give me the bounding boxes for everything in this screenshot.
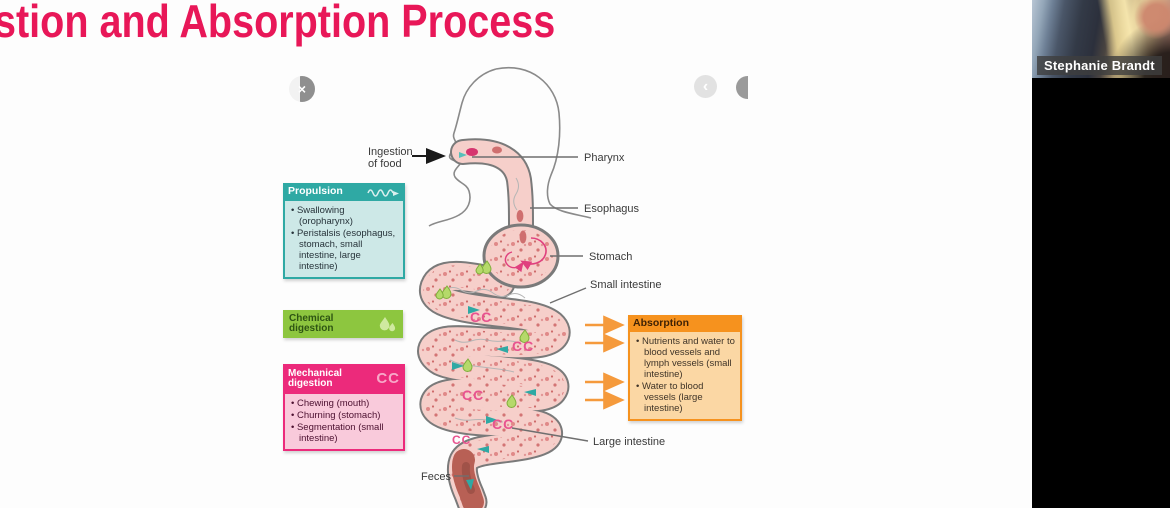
absorption-box: Absorption Nutrients and water to blood … [628, 315, 742, 422]
label-feces: Feces [421, 471, 451, 483]
peristalsis-lines [444, 177, 526, 423]
digestive-tract [417, 138, 571, 508]
wave-arrow-icon [367, 189, 399, 197]
mechanical-digestion-title: Mechanical digestion [288, 367, 342, 389]
churning-icon: CC [376, 370, 400, 388]
bolus-dots [466, 146, 527, 244]
label-lines [454, 156, 589, 477]
viewer-prev-button[interactable]: ‹ [694, 75, 717, 98]
absorption-title: Absorption [633, 316, 689, 329]
participants-sidebar: Stephanie Brandt [1032, 0, 1170, 508]
absorption-arrows [585, 315, 625, 410]
svg-text:CC: CC [470, 309, 492, 325]
viewer-close-button[interactable]: × [289, 76, 315, 102]
svg-text:CC: CC [512, 338, 534, 354]
chemical-digestion-title: Chemical digestion [289, 312, 334, 334]
enzyme-droplet-icons [435, 260, 530, 408]
droplets-icon [379, 317, 396, 332]
label-small-intestine: Small intestine [590, 279, 662, 291]
slide-title: stion and Absorption Process [0, 0, 556, 47]
viewer-next-button[interactable] [736, 76, 748, 99]
absorption-item: Water to blood vessels (large intestine) [636, 381, 736, 414]
label-esophagus: Esophagus [584, 203, 640, 215]
propulsion-item: Swallowing (oropharynx) [291, 205, 399, 227]
propulsion-title: Propulsion [288, 185, 343, 198]
chevron-left-icon: ‹ [702, 77, 709, 95]
participant-video[interactable]: Stephanie Brandt [1032, 0, 1170, 78]
svg-text:CC: CC [492, 416, 514, 432]
svg-text:of food: of food [368, 158, 402, 170]
close-icon: × [297, 81, 307, 97]
mechanical-item: Segmentation (small intestine) [291, 422, 399, 444]
chemical-digestion-box: Chemical digestion [283, 310, 403, 338]
anatomy-labels: Ingestion of food Pharynx Esophagus Stom… [368, 146, 665, 483]
label-stomach: Stomach [589, 251, 632, 263]
label-ingestion: Ingestion [368, 146, 413, 158]
mechanical-item: Churning (stomach) [291, 410, 399, 421]
absorption-item: Nutrients and water to blood vessels and… [636, 336, 736, 380]
transit-arrows [452, 152, 536, 490]
label-pharynx: Pharynx [584, 152, 625, 164]
propulsion-item: Peristalsis (esophagus, stomach, small i… [291, 228, 399, 272]
svg-text:CC: CC [452, 433, 471, 447]
churning-marks: CC CC CC CC CC [452, 309, 534, 447]
participant-name-label: Stephanie Brandt [1037, 56, 1162, 75]
propulsion-box: Propulsion Swallowing (oropharynx) Peris… [283, 183, 405, 280]
svg-text:CC: CC [462, 387, 484, 403]
digestive-system-diagram: CC CC CC CC CC Ingestion of food Ph [368, 66, 665, 508]
mechanical-digestion-box: Mechanical digestion CC Chewing (mouth) … [283, 364, 405, 452]
label-large-intestine: Large intestine [593, 436, 665, 448]
mechanical-item: Chewing (mouth) [291, 398, 399, 409]
